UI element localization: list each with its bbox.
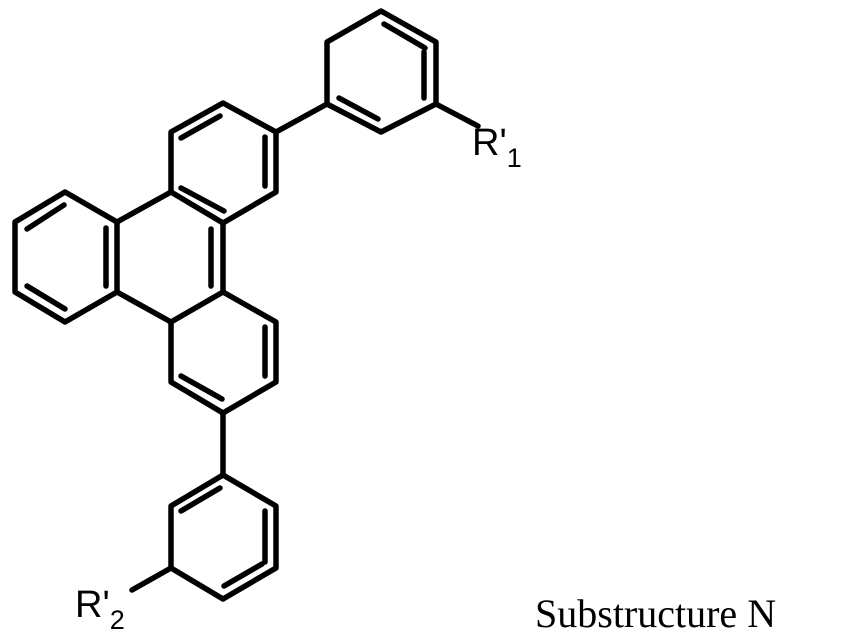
substituent-r1-label: R'1 — [472, 122, 522, 173]
structure-caption: Substructure N — [535, 591, 776, 636]
triphenylene-ring-bottom — [171, 292, 276, 413]
triphenylene-ring-left — [15, 192, 117, 322]
substituent-r2-label: R'2 — [75, 584, 125, 635]
triphenylene-ring-top — [171, 103, 276, 223]
phenyl-ring-bottom — [171, 475, 276, 599]
bond-core-to-top-phenyl — [276, 104, 327, 132]
bond-to-r2 — [132, 568, 171, 590]
phenyl-ring-top — [327, 11, 436, 132]
